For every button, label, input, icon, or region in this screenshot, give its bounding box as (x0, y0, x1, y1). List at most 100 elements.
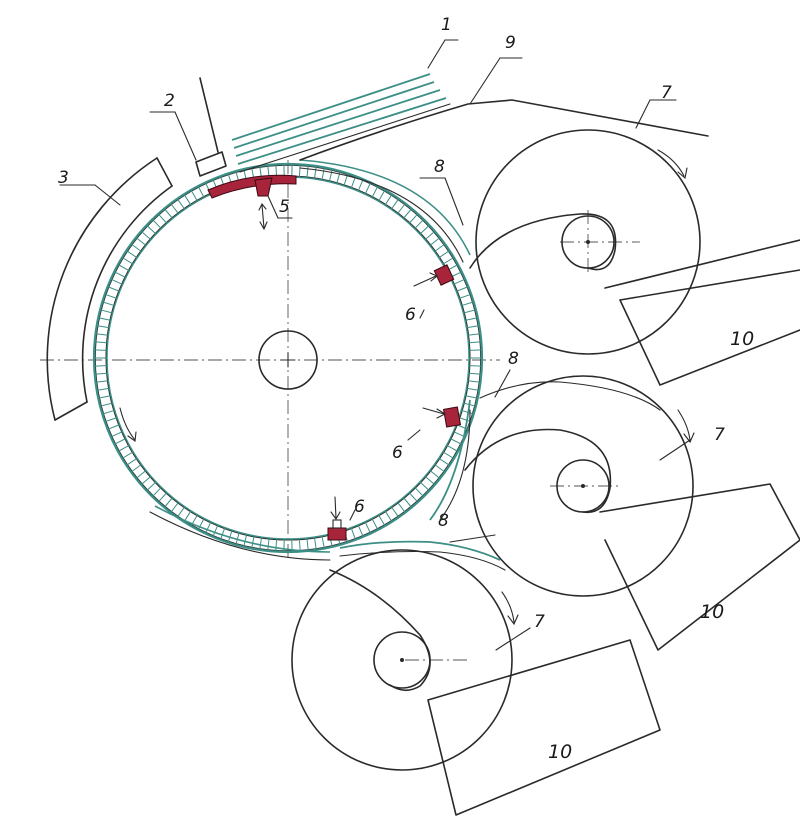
label-6-top: 6 (405, 305, 416, 325)
label-9: 9 (505, 33, 516, 53)
label-1: 1 (441, 15, 452, 35)
belt-slat (313, 537, 317, 550)
belt-slat (98, 317, 112, 321)
belt-slat (95, 380, 109, 383)
drum-hub (258, 330, 318, 390)
belt-slat (390, 506, 400, 518)
belt-slat (170, 203, 179, 215)
label-8-top: 8 (434, 157, 445, 177)
belt-slat (408, 213, 419, 224)
belt-slat (197, 518, 205, 531)
belt-slat (442, 257, 455, 265)
belt-slat (94, 372, 108, 375)
label-8-middle: 8 (508, 349, 519, 369)
belt-slat (350, 527, 357, 540)
belt-slat (384, 193, 393, 206)
belt-slat (94, 349, 108, 351)
belt-slat (94, 341, 108, 344)
belt-slat (121, 451, 134, 459)
belt-slat (364, 182, 372, 195)
belt-slat (110, 431, 123, 438)
belt-slat (321, 167, 325, 181)
belt-slat (94, 365, 108, 367)
belt-slat (321, 535, 325, 549)
belt-slat (235, 532, 240, 546)
belt-slat (135, 470, 147, 479)
belt-slat (313, 166, 317, 179)
belt-slat (219, 527, 226, 540)
belt-slat (130, 243, 142, 253)
belt-slat (458, 417, 472, 423)
belt-slat (121, 257, 134, 265)
belt-slat (468, 341, 482, 344)
feed-sheets-1 (231, 73, 451, 173)
label-3: 3 (58, 168, 69, 188)
belt-slat (449, 438, 463, 445)
belt-slat (298, 164, 301, 178)
belt-slat (419, 224, 430, 235)
belt-slat (259, 537, 263, 550)
belt-slat (468, 349, 482, 351)
belt-slat (98, 395, 112, 399)
belt-slat (424, 230, 436, 241)
pads-6 (327, 264, 462, 541)
belt-slat (434, 243, 446, 253)
belt-slat (227, 529, 233, 543)
belt-slat (438, 250, 450, 259)
belt-slat (102, 301, 115, 307)
label-6-bottom: 6 (354, 497, 365, 517)
belt-slat (135, 237, 147, 246)
belt-slat (96, 387, 110, 391)
belt-slat (434, 463, 446, 473)
belt-8 (149, 159, 661, 571)
belt-slat (190, 189, 198, 202)
roll-7-middle (464, 375, 695, 597)
label-5: 5 (279, 197, 290, 217)
belt-slat (151, 486, 162, 497)
label-2: 2 (164, 91, 175, 111)
label-7-middle: 7 (714, 425, 725, 445)
belt-slat (140, 475, 152, 486)
belt-slat (403, 208, 413, 219)
labels: 1 2 3 5 6 6 6 7 7 7 8 8 8 9 10 10 10 (58, 15, 754, 763)
belt-slat (364, 521, 372, 534)
belt-slat (463, 309, 477, 314)
leader-lines (59, 39, 691, 651)
belt-slat (438, 457, 450, 466)
belt-slat (461, 301, 474, 307)
belt-slat (468, 365, 482, 367)
belt-slat (458, 293, 472, 299)
belt-slat (429, 237, 441, 246)
belt-slat (467, 333, 481, 336)
belt-slat (110, 278, 123, 285)
label-10-middle: 10 (700, 601, 724, 623)
belt-slat (113, 271, 127, 278)
belt-slat (130, 463, 142, 473)
belt-slat (151, 219, 162, 230)
belt-slat (328, 168, 333, 182)
belt-slat (306, 537, 309, 551)
label-10-upper: 10 (730, 328, 754, 350)
belt-slat (306, 165, 309, 179)
belt-slat (424, 475, 436, 486)
label-6-middle: 6 (392, 443, 403, 463)
belt-slat (429, 470, 441, 479)
belt-slat (456, 286, 469, 292)
belt-slat (467, 380, 481, 383)
belt-slat (104, 417, 118, 423)
belt-slat (357, 524, 364, 537)
belt-slat (403, 497, 413, 508)
belt-slat (464, 395, 478, 399)
roll-7-upper (469, 129, 701, 355)
belt-slat (466, 325, 480, 329)
belt-slat (126, 250, 138, 259)
belt-slat (176, 506, 186, 518)
belt-slat (298, 538, 301, 552)
belt-slat (336, 170, 341, 184)
belt-slat (107, 286, 120, 292)
blade-2 (195, 77, 227, 177)
rotation-arrow (119, 407, 136, 441)
belt-slat (176, 198, 186, 210)
belt-slat (243, 534, 248, 548)
